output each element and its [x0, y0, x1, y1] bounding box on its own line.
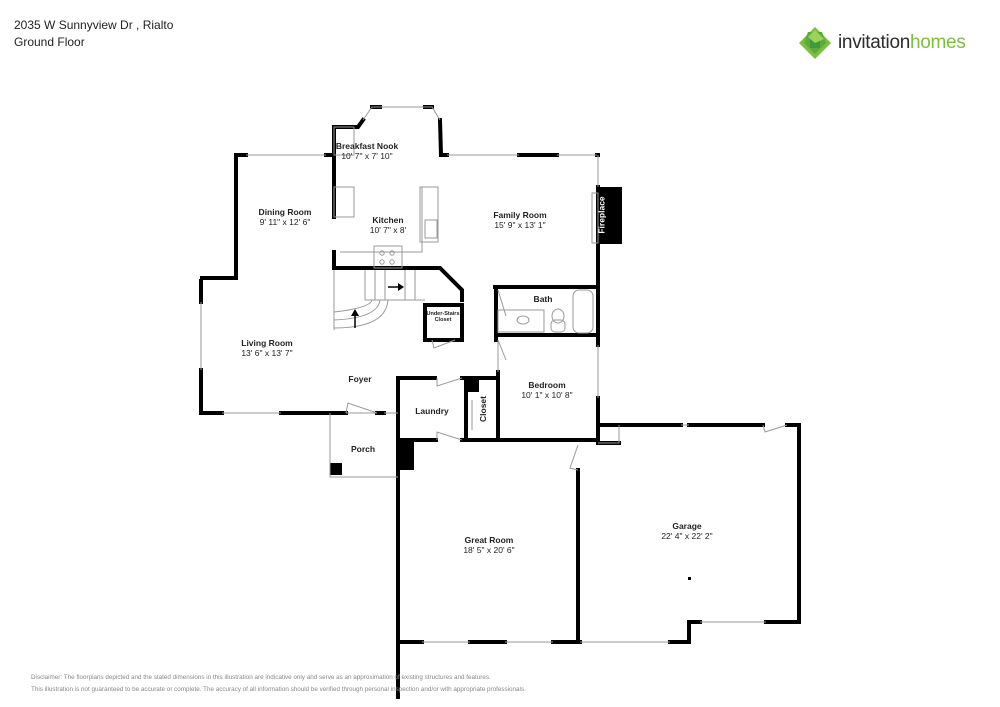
room-porch: Porch	[350, 444, 376, 454]
wall	[200, 153, 238, 280]
brand-wordmark: invitationhomes	[838, 32, 966, 53]
property-address: 2035 W Sunnyview Dr , Rialto	[14, 18, 174, 32]
room-bedroom: Bedroom 10' 1" x 10' 8"	[521, 380, 573, 400]
room-closet: Closet	[477, 396, 488, 422]
room-living-room: Living Room 13' 6" x 13' 7"	[241, 338, 293, 358]
room-bath: Bath	[533, 294, 553, 304]
room-kitchen: Kitchen 10' 7" x 8'	[369, 215, 407, 235]
floor-label: Ground Floor	[14, 35, 85, 49]
room-garage: Garage 22' 4" x 22' 2"	[661, 521, 713, 541]
fireplace-label: Fireplace	[596, 196, 607, 234]
brand-logo-icon	[799, 27, 831, 59]
room-laundry: Laundry	[415, 406, 449, 416]
room-under-stairs-closet: Under-Stairs Closet	[426, 311, 460, 323]
room-great-room: Great Room 18' 5" x 20' 6"	[463, 535, 515, 555]
brand-logo: invitationhomes	[798, 26, 966, 60]
room-breakfast-nook: Breakfast Nook 10' 7" x 7' 10"	[335, 141, 399, 161]
fireplace-block	[598, 187, 622, 244]
room-dining-room: Dining Room 9' 11" x 12' 6"	[258, 207, 312, 227]
disclaimer-line-2: This illustration is not guaranteed to b…	[31, 686, 526, 693]
room-family-room: Family Room 15' 9" x 13' 1"	[493, 210, 547, 230]
disclaimer-line-1: Disclaimer: The floorplans depicted and …	[31, 674, 491, 681]
room-foyer: Foyer	[348, 374, 372, 384]
